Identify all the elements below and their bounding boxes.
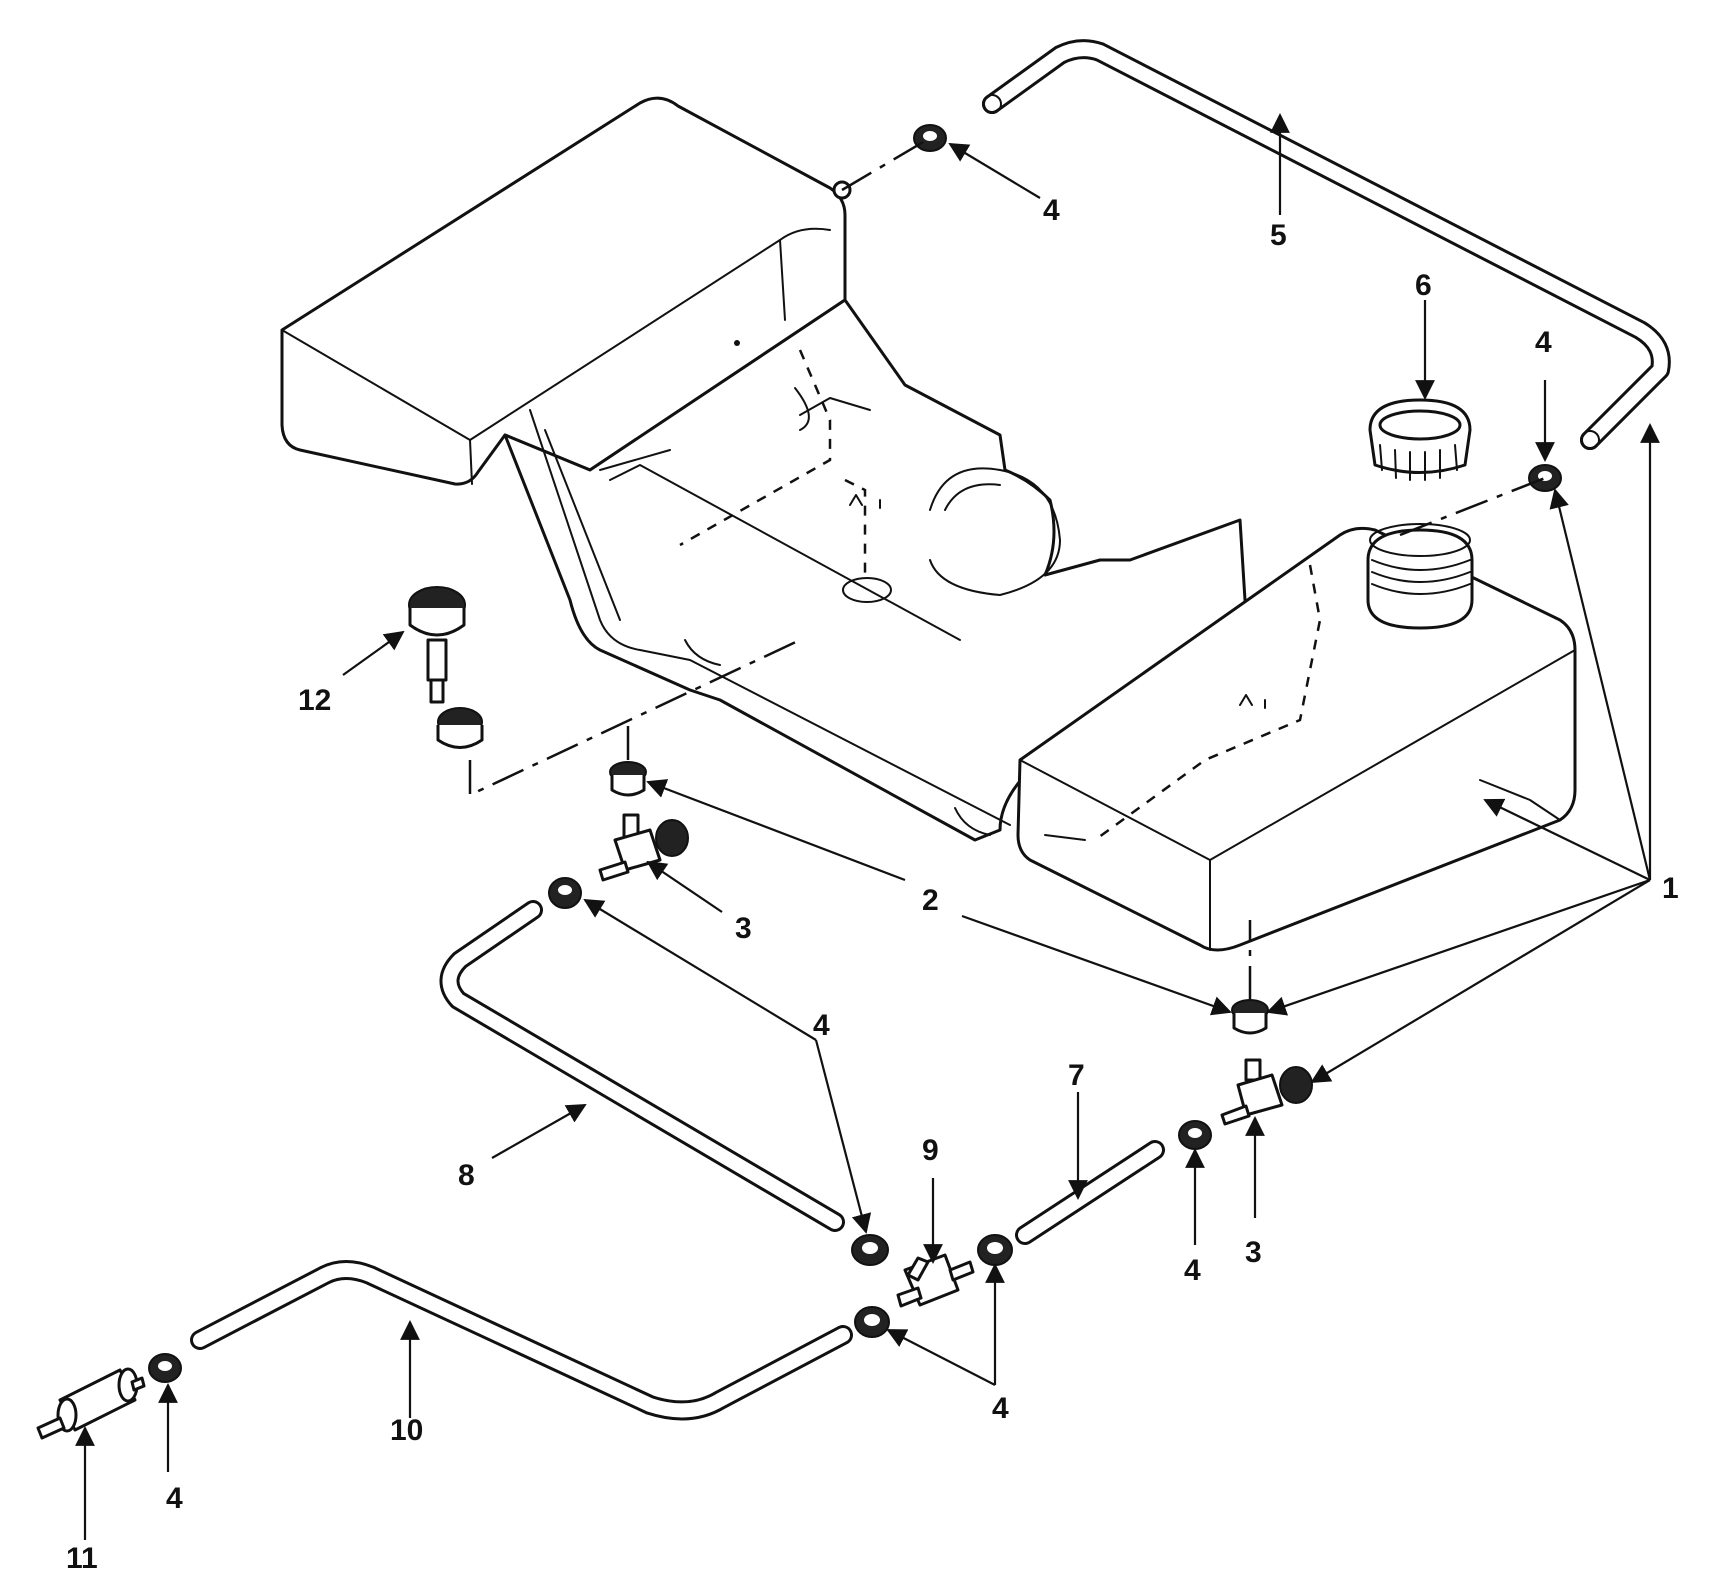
callout-6: 6	[1415, 269, 1432, 302]
callout-3: 3	[1245, 1236, 1262, 1269]
callout-4: 4	[1184, 1254, 1201, 1287]
filler-cap	[1368, 398, 1472, 481]
tank-drain-opening	[842, 577, 892, 603]
callout-7: 7	[1068, 1059, 1085, 1092]
tank-center-channel	[503, 298, 1257, 842]
inline-fuel-filter	[36, 1367, 146, 1440]
callout-9: 9	[922, 1134, 939, 1167]
callout-12: 12	[298, 684, 331, 717]
hose-clamp	[977, 1234, 1013, 1266]
shutoff-valve-right	[1220, 1058, 1313, 1126]
hose-clamp	[854, 1306, 890, 1338]
callout-4: 4	[813, 1009, 830, 1042]
hose-clamp	[548, 877, 582, 909]
callout-3: 3	[735, 912, 752, 945]
grommet-right	[1231, 999, 1269, 1035]
hose-clamp	[1528, 464, 1562, 492]
hose-clamp	[148, 1353, 182, 1383]
callout-5: 5	[1270, 219, 1287, 252]
callout-4: 4	[1535, 326, 1552, 359]
tank-filler-neck	[1366, 523, 1474, 630]
hose-clamp	[851, 1234, 889, 1266]
callout-4: 4	[992, 1392, 1009, 1425]
hose-clamp	[1178, 1120, 1212, 1150]
hose-clamp	[913, 124, 947, 152]
hose-short	[1015, 1140, 1165, 1245]
hose-left	[439, 900, 845, 1232]
fuel-tank	[280, 96, 1577, 952]
vent-hose-upper	[982, 39, 1671, 450]
grommet-left	[609, 761, 647, 797]
tee-fitting	[896, 1253, 975, 1308]
callout-11: 11	[66, 1542, 98, 1575]
callout-1: 1	[1662, 872, 1679, 905]
callout-10: 10	[390, 1414, 423, 1447]
callout-2: 2	[922, 884, 939, 917]
shutoff-valve-left	[598, 813, 689, 882]
callout-8: 8	[458, 1159, 475, 1192]
callout-4: 4	[166, 1482, 183, 1515]
hose-lower	[190, 1260, 853, 1421]
callout-4: 4	[1043, 194, 1060, 227]
fuel-gauge-sender	[408, 586, 484, 749]
tank-right-pod	[1016, 526, 1577, 952]
